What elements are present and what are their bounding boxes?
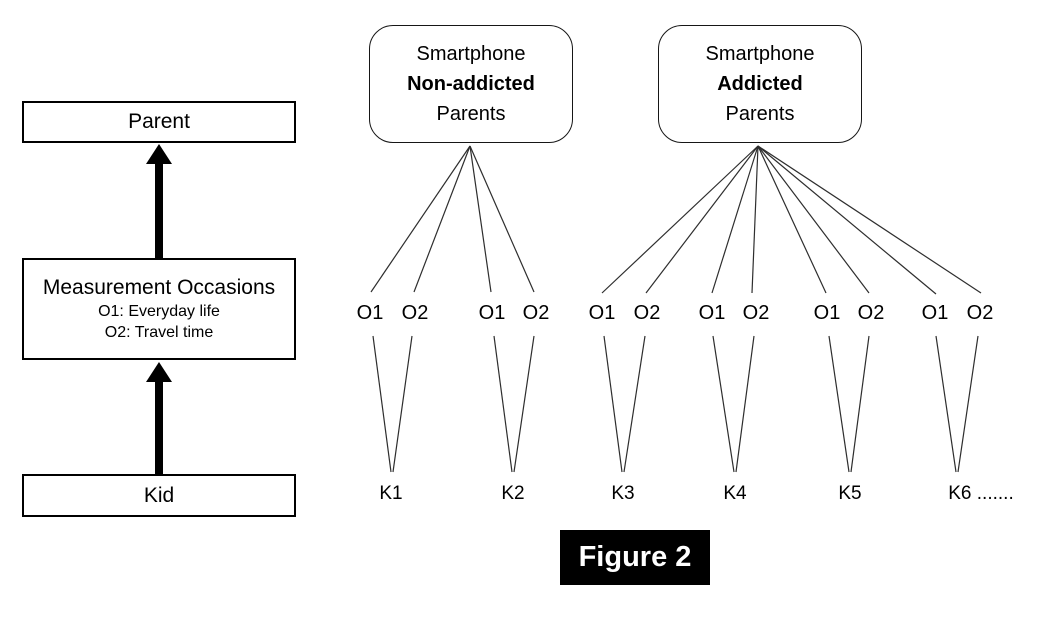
kid-label-k4: K4 [723, 483, 747, 504]
occasion-label-k1-o2: O2 [401, 302, 429, 324]
occasion1-definition: O1: Everyday life [98, 303, 220, 320]
parent-box: Parent [22, 101, 296, 143]
occasion-label-k4-o2: O2 [742, 302, 770, 324]
kid-box-label: Kid [143, 483, 175, 507]
occasion-label-k5-o2: O2 [857, 302, 885, 324]
group-addicted-line3: Parents [725, 103, 795, 125]
kid-label-k1: K1 [379, 483, 403, 504]
measurement-occasions-title: Measurement Occasions [42, 276, 276, 299]
occasion-label-k1-o1: O1 [356, 302, 384, 324]
occasion2-definition: O2: Travel time [104, 324, 214, 341]
parent-box-label: Parent [128, 110, 190, 133]
flow-arrow-measurement-to-parent [146, 144, 172, 260]
occasion-label-k2-o2: O2 [522, 302, 550, 324]
occasion-label-k4-o1: O1 [698, 302, 726, 324]
kid-box: Kid [22, 474, 296, 517]
occasion-label-k5-o1: O1 [813, 302, 841, 324]
occasion-label-k2-o1: O1 [478, 302, 506, 324]
occasion-label-k3-o2: O2 [633, 302, 661, 324]
measurement-occasions-box: Measurement Occasions O1: Everyday life … [22, 258, 296, 360]
group-addicted-line2: Addicted [717, 73, 803, 95]
group-addicted-line1: Smartphone [705, 43, 815, 65]
occasion-to-kid-lines [372, 335, 979, 473]
group-box-nonaddicted-parents: Smartphone Non-addicted Parents [369, 25, 573, 143]
group-nonaddicted-line3: Parents [436, 103, 506, 125]
fan-addicted [601, 145, 982, 295]
kid-label-k5: K5 [838, 483, 862, 504]
occasion-label-k3-o1: O1 [588, 302, 616, 324]
group-nonaddicted-line1: Smartphone [416, 43, 526, 65]
group-nonaddicted-line2: Non-addicted [407, 73, 535, 95]
flow-arrow-kid-to-measurement [146, 362, 172, 475]
kid-label-k6: K6 ....... [948, 483, 1014, 504]
occasion-label-k6-o1: O1 [921, 302, 949, 324]
kid-label-k2: K2 [501, 483, 525, 504]
figure-caption: Figure 2 [560, 530, 710, 585]
figure-caption-text: Figure 2 [578, 541, 692, 573]
group-box-addicted-parents: Smartphone Addicted Parents [658, 25, 862, 143]
fan-nonaddicted [370, 145, 535, 293]
kid-label-k3: K3 [611, 483, 635, 504]
occasion-label-k6-o2: O2 [966, 302, 994, 324]
